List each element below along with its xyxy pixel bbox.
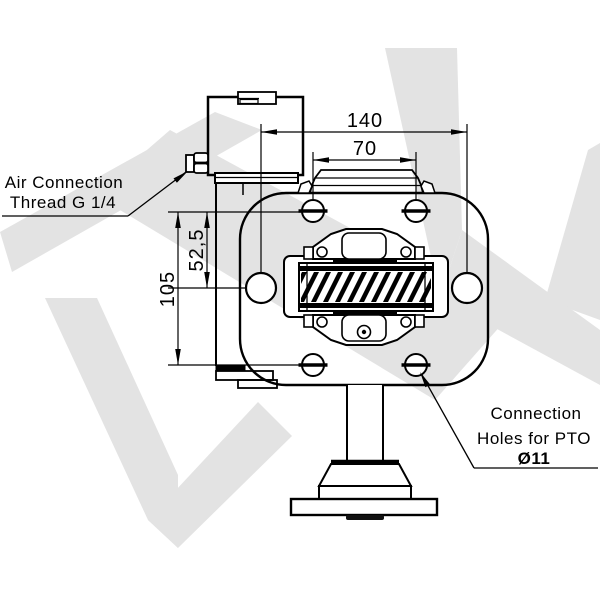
watermark-stroke (545, 143, 600, 320)
pto-label-diameter: Ø11 (518, 449, 551, 468)
air-fitting-rib (193, 152, 209, 164)
cover-eye-right (400, 246, 412, 258)
shaft-base-ring (318, 485, 412, 500)
gear-assembly (283, 228, 449, 346)
pto-hole-right (450, 271, 484, 305)
screw-hole-top-right (401, 199, 431, 223)
output-shaft (289, 385, 439, 520)
screw-hole-bottom-left (298, 353, 328, 377)
dim-value-70: 70 (353, 138, 377, 160)
gear-cover-upper (303, 228, 425, 263)
cover-center-bolt-dot (361, 329, 367, 335)
leader-arrowhead (420, 372, 431, 388)
cover-inner-boss (341, 232, 387, 260)
air-fitting-rib (193, 162, 209, 174)
air-connection-label: Air Connection Thread G 1/4 (2, 171, 188, 217)
leader-arrowhead (173, 171, 188, 183)
dim-value-52-5: 52,5 (186, 229, 208, 272)
watermark-stroke (385, 48, 462, 298)
support-bracket (215, 183, 278, 389)
cover-eye-left (316, 246, 328, 258)
watermark-stroke (440, 230, 600, 385)
gear-cover-lower (303, 311, 425, 346)
pto-hole-left (244, 271, 278, 305)
pto-holes-label: Connection Holes for PTO Ø11 (420, 372, 598, 469)
tab-detail-step (239, 98, 259, 105)
air-label-line2: Thread G 1/4 (10, 193, 116, 212)
pto-label-line2: Holes for PTO (477, 429, 591, 448)
dim-value-140: 140 (347, 110, 383, 132)
cover-side-tab (303, 314, 314, 328)
air-cylinder (185, 91, 305, 184)
screw-hole-top-left (298, 199, 328, 223)
leader-line (421, 374, 475, 469)
cover-screws (298, 199, 431, 377)
flange-hub-shadow (346, 515, 384, 520)
air-label-line1: Air Connection (5, 173, 124, 192)
watermark-stroke (148, 402, 292, 548)
shaft-taper (317, 463, 413, 487)
gear-teeth-hatching (301, 272, 431, 302)
air-fitting (185, 152, 209, 174)
air-fitting-cap (185, 154, 195, 173)
cover-eye-left (316, 316, 328, 328)
helical-gear (298, 262, 434, 312)
dimensions: 140 70 105 52,5 (157, 110, 468, 366)
cover-side-tab (303, 246, 314, 260)
watermark-stroke (45, 298, 178, 548)
cover-eye-right (400, 316, 412, 328)
cover-ear-right (420, 180, 437, 194)
pto-label-line1: Connection (490, 404, 581, 423)
screw-hole-bottom-right (401, 353, 431, 377)
dim-value-105: 105 (157, 271, 179, 307)
shaft-fill (347, 385, 383, 461)
dimension-arrowheads (175, 129, 467, 365)
output-flange (289, 497, 439, 517)
bearing-cover-top (296, 169, 437, 194)
cover-ear-left (296, 180, 313, 194)
cover-side-tab (414, 314, 425, 328)
cover-side-tab (414, 246, 425, 260)
